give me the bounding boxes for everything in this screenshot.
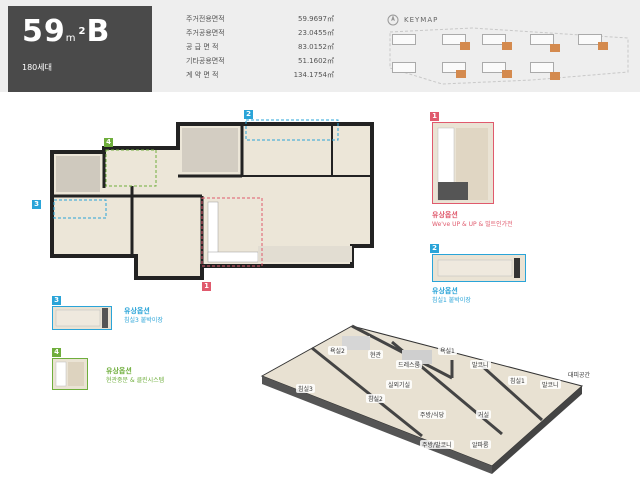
unit-m: m <box>65 33 77 44</box>
area-value: 23.0455㎡ <box>298 29 334 37</box>
keymap-building <box>530 34 554 45</box>
plan-badge-4: 4 <box>104 138 113 147</box>
room-label: 거실 <box>476 410 492 419</box>
option-1-badge: 1 <box>430 112 439 121</box>
keymap-unit-marker <box>502 42 512 50</box>
keymap-title: KEYMAP <box>404 16 439 24</box>
room-label: 욕실1 <box>438 346 457 355</box>
room-label: 발코니 <box>540 380 561 389</box>
area-value: 83.0152㎡ <box>298 43 334 51</box>
option-3-photo <box>52 306 112 330</box>
area-label: 주거전용면적 <box>186 15 225 23</box>
option-2-photo <box>432 254 526 282</box>
area-row: 주거전용면적 59.9697㎡ <box>186 12 334 26</box>
area-label: 계 약 면 적 <box>186 71 219 79</box>
keymap-building <box>530 62 554 73</box>
unit-title-box <box>8 6 152 92</box>
unit-type-title: 59m2B <box>22 12 110 59</box>
option-3-title: 유상옵션 <box>124 307 150 315</box>
area-row: 공 급 면 적 83.0152㎡ <box>186 40 334 54</box>
option-1-title: 유상옵션 <box>432 211 458 219</box>
room-label: 욕실2 <box>328 346 347 355</box>
plan-badge-3: 3 <box>32 200 41 209</box>
floor-plan <box>42 116 382 294</box>
households-count: 180세대 <box>22 63 52 72</box>
keymap-building <box>442 34 466 45</box>
option-2-title: 유상옵션 <box>432 287 458 295</box>
area-value: 51.1602㎡ <box>298 57 334 65</box>
area-table: 주거전용면적 59.9697㎡ 주거공용면적 23.0455㎡ 공 급 면 적 83.… <box>186 12 334 82</box>
area-row: 주거공용면적 23.0455㎡ <box>186 26 334 40</box>
room-label: 현관 <box>368 350 384 359</box>
keymap-building <box>442 62 466 73</box>
option-1-desc: We've UP & UP & 빌트인가전 <box>432 221 513 228</box>
unit-number: 59 <box>22 14 66 49</box>
option-2-badge: 2 <box>430 244 439 253</box>
option-4-desc: 현관중문 & 클린시스템 <box>106 377 165 384</box>
room-label: 드레스룸 <box>396 360 423 369</box>
keymap-unit-marker <box>502 70 512 78</box>
room-label: 주방/발코니 <box>420 440 454 449</box>
plan-badge-2: 2 <box>244 110 253 119</box>
area-value: 134.1754㎡ <box>293 71 334 79</box>
room-label: 알파룸 <box>470 440 491 449</box>
keymap-building <box>392 62 416 73</box>
keymap-unit-marker <box>550 72 560 80</box>
room-label: 실외기실 <box>386 380 413 389</box>
room-label: 주방/식당 <box>418 410 447 419</box>
keymap-building <box>392 34 416 45</box>
option-3-desc: 침실3 붙박이장 <box>124 317 163 324</box>
area-label: 공 급 면 적 <box>186 43 219 51</box>
unit-sup: 2 <box>78 26 87 37</box>
room-label: 침실2 <box>366 394 385 403</box>
option-4-badge: 4 <box>52 348 61 357</box>
option-4-title: 유상옵션 <box>106 367 132 375</box>
keymap-building <box>482 34 506 45</box>
keymap-site-outline <box>389 27 629 85</box>
option-2-desc: 침실1 붙박이장 <box>432 297 471 304</box>
keymap-unit-marker <box>598 42 608 50</box>
area-row: 기타공용면적 51.1602㎡ <box>186 54 334 68</box>
option-4-photo <box>52 358 88 390</box>
keymap-unit-marker <box>460 42 470 50</box>
keymap-unit-marker <box>550 44 560 52</box>
plan-badge-1: 1 <box>202 282 211 291</box>
unit-letter: B <box>86 14 111 49</box>
keymap-building <box>578 34 602 45</box>
area-row: 계 약 면 적 134.1754㎡ <box>186 68 334 82</box>
keymap: KEYMAP <box>382 8 630 88</box>
option-1-photo <box>432 122 494 204</box>
option-3-badge: 3 <box>52 296 61 305</box>
keymap-unit-marker <box>456 70 466 78</box>
room-label: 대피공간 <box>566 370 593 379</box>
compass-icon <box>387 14 399 26</box>
area-value: 59.9697㎡ <box>298 15 334 23</box>
area-label: 주거공용면적 <box>186 29 225 37</box>
room-label: 침실3 <box>296 384 315 393</box>
room-label: 침실1 <box>508 376 527 385</box>
area-label: 기타공용면적 <box>186 57 225 65</box>
room-label: 발코니 <box>470 360 491 369</box>
keymap-building <box>482 62 506 73</box>
isometric-plan <box>260 324 584 474</box>
